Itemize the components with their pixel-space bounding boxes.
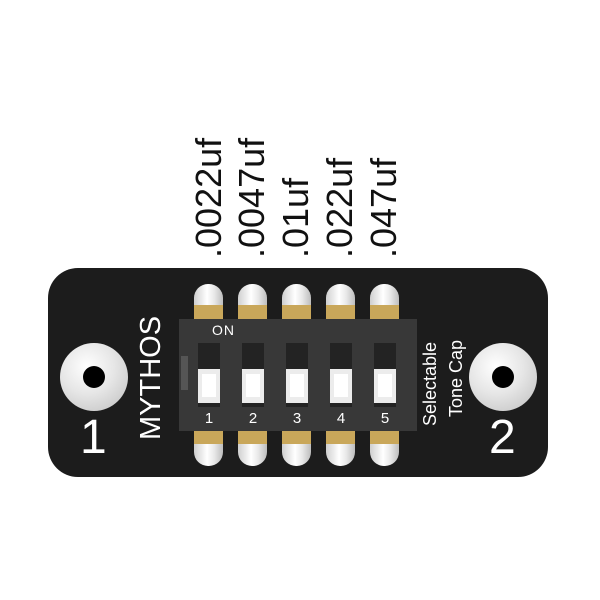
brand-text: MYTHOS — [135, 315, 167, 440]
mounting-hole-2-icon — [469, 343, 537, 411]
cap-label-text: .01uf — [275, 177, 316, 258]
pad-top-4 — [326, 305, 355, 319]
switch-number-4: 4 — [336, 410, 346, 427]
cap-label-text: .0047uf — [231, 137, 272, 258]
pad-bottom-2 — [238, 430, 267, 444]
switch-knob[interactable] — [286, 369, 308, 403]
description-text-2: Tone Cap — [446, 339, 466, 417]
cap-label-text: .022uf — [319, 157, 360, 258]
pad-top-2 — [238, 305, 267, 319]
dip-switch-3[interactable] — [286, 343, 308, 407]
pad-top-3 — [282, 305, 311, 319]
pad-bottom-5 — [370, 430, 399, 444]
pad-bottom-4 — [326, 430, 355, 444]
switch-number-1: 1 — [204, 410, 214, 427]
terminal-number-1: 1 — [80, 411, 107, 464]
dip-notch — [181, 356, 188, 390]
switch-knob[interactable] — [374, 369, 396, 403]
switch-number-3: 3 — [292, 410, 302, 427]
cap-label-text: .047uf — [363, 157, 404, 258]
pad-bottom-1 — [194, 430, 223, 444]
terminal-number-2: 2 — [489, 411, 516, 464]
on-label: ON — [212, 322, 235, 338]
switch-knob[interactable] — [242, 369, 264, 403]
pad-top-5 — [370, 305, 399, 319]
dip-switch-4[interactable] — [330, 343, 352, 407]
dip-switch-2[interactable] — [242, 343, 264, 407]
switch-knob[interactable] — [198, 369, 220, 403]
switch-number-2: 2 — [248, 410, 258, 427]
dip-switch-1[interactable] — [198, 343, 220, 407]
cap-label-text: .0022uf — [188, 137, 229, 258]
pad-bottom-3 — [282, 430, 311, 444]
switch-number-5: 5 — [380, 410, 390, 427]
mounting-hole-1-icon — [60, 343, 128, 411]
dip-switch-5[interactable] — [374, 343, 396, 407]
switch-knob[interactable] — [330, 369, 352, 403]
pad-top-1 — [194, 305, 223, 319]
description-text-1: Selectable — [420, 341, 440, 426]
